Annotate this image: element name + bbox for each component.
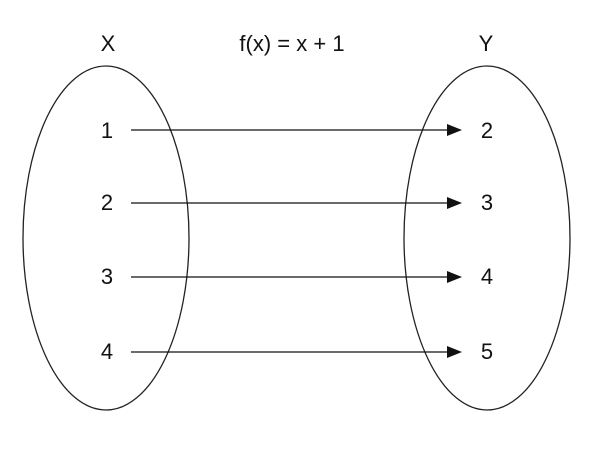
set-x-label: X <box>101 31 116 56</box>
y-element: 3 <box>481 190 493 215</box>
y-element: 5 <box>481 339 493 364</box>
set-x-ellipse <box>22 65 190 411</box>
x-element: 1 <box>101 118 113 143</box>
mapping-arrow <box>131 346 462 358</box>
set-y-label: Y <box>479 31 494 56</box>
x-element: 4 <box>101 339 113 364</box>
arrow-head <box>447 124 462 136</box>
arrow-head <box>447 197 462 209</box>
set-x-elements: 1 2 3 4 <box>101 118 113 364</box>
x-element: 2 <box>101 190 113 215</box>
set-y-ellipse <box>403 65 571 411</box>
mapping-arrow <box>131 197 462 209</box>
arrow-head <box>447 271 462 283</box>
function-label: f(x) = x + 1 <box>239 31 344 56</box>
arrow-head <box>447 346 462 358</box>
y-element: 2 <box>481 118 493 143</box>
mapping-arrow <box>131 271 462 283</box>
mapping-arrows <box>131 124 462 358</box>
x-element: 3 <box>101 264 113 289</box>
y-element: 4 <box>481 264 493 289</box>
set-y-elements: 2 3 4 5 <box>481 118 493 364</box>
mapping-arrow <box>131 124 462 136</box>
